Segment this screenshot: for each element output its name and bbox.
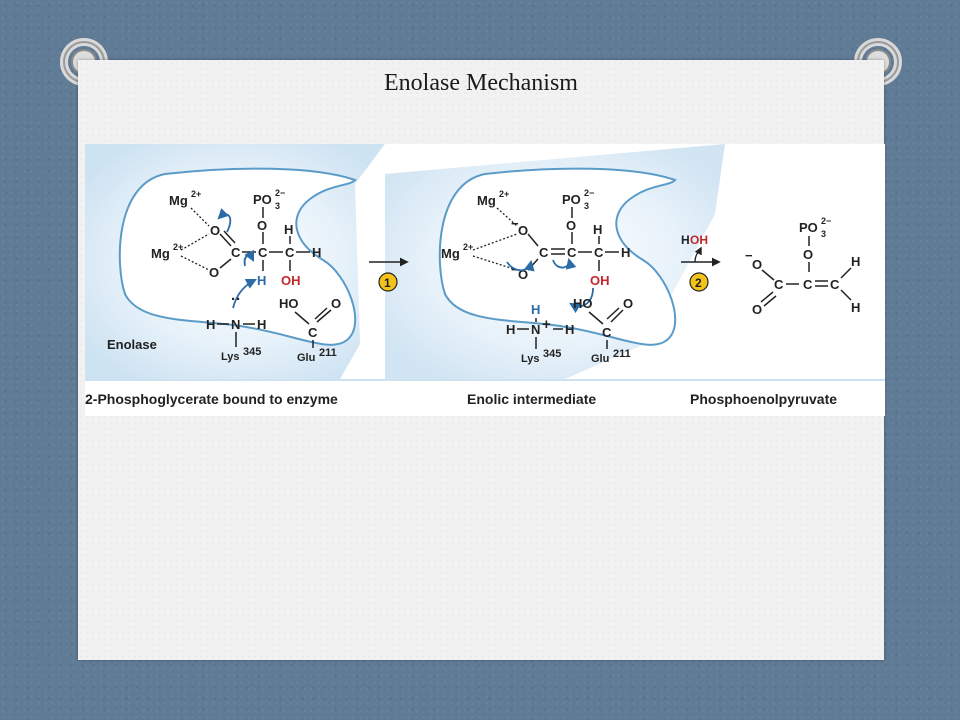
- c2-label-3: C: [803, 277, 813, 292]
- caption-product: Phosphoenolpyruvate: [690, 391, 837, 407]
- glu-c-label-2: C: [602, 325, 612, 340]
- lys-h-right-label: H: [257, 317, 266, 332]
- step-2-number: 2: [695, 276, 702, 290]
- h-c3-top-label-2: H: [593, 222, 602, 237]
- o-carboxyl-bottom: O: [209, 265, 219, 280]
- o-minus-3: −: [745, 248, 753, 263]
- o-top-label-2: O: [518, 223, 528, 238]
- hoh-h-label: H: [681, 233, 690, 247]
- c1-label: C: [231, 245, 241, 260]
- h-c3-top-label: H: [284, 222, 293, 237]
- enzyme-pocket-1: [118, 167, 357, 346]
- glu-ho-label-2: HO: [573, 296, 593, 311]
- c2-label-2: C: [567, 245, 577, 260]
- h-top-label-3: H: [851, 254, 860, 269]
- po3-charge-2: 2−: [584, 188, 594, 198]
- o-minus-top: −: [511, 216, 519, 231]
- glu-number-2: 211: [613, 348, 631, 360]
- po3-label-2: PO: [562, 192, 581, 207]
- oh-label-2: OH: [590, 273, 610, 288]
- c3-label: C: [285, 245, 295, 260]
- c3-label-2: C: [594, 245, 604, 260]
- o-phosphate-label: O: [257, 218, 267, 233]
- h-c3-right-label-2: H: [621, 245, 630, 260]
- h-bottom-label-3: H: [851, 300, 860, 315]
- mg-bottom-label-2: Mg: [441, 246, 460, 261]
- slide: Enolase Mechanism: [78, 60, 885, 660]
- mg-top-label: Mg: [169, 193, 188, 208]
- caption-substrate: 2-Phosphoglycerate bound to enzyme: [85, 391, 338, 407]
- lys-label-2: Lys: [521, 353, 540, 365]
- lys-h-right-label-2: H: [565, 322, 574, 337]
- po3-charge-3: 2−: [821, 216, 831, 226]
- c1-label-2: C: [539, 245, 549, 260]
- lys-number: 345: [243, 346, 261, 358]
- lys-n-plus: +: [542, 316, 551, 333]
- panel-intermediate: Mg 2+ Mg 2+ − O − O C C O PO: [441, 188, 633, 365]
- glu-label: Glu: [297, 352, 315, 364]
- h-c3-right-label: H: [312, 245, 321, 260]
- o-carboxyl-top: O: [210, 223, 220, 238]
- glu-number: 211: [319, 347, 337, 359]
- c3-label-3: C: [830, 277, 840, 292]
- po3-subscript-2: 3: [584, 201, 589, 211]
- enzyme-pocket-2: [438, 167, 677, 346]
- po3-label: PO: [253, 192, 272, 207]
- mg-top-charge-2: 2+: [499, 189, 509, 199]
- lys-label: Lys: [221, 351, 240, 363]
- mg-top-charge: 2+: [191, 189, 201, 199]
- c1-label-3: C: [774, 277, 784, 292]
- glu-c-label: C: [308, 325, 318, 340]
- lys-h-left-label-2: H: [506, 322, 515, 337]
- mg-top-label-2: Mg: [477, 193, 496, 208]
- caption-intermediate: Enolic intermediate: [467, 391, 596, 407]
- h-alpha-label: H: [257, 273, 266, 288]
- mechanism-figure: Mg 2+ Mg 2+ O O C C: [85, 144, 885, 416]
- o-bottom-label-2: O: [518, 267, 528, 282]
- glu-ho-label: HO: [279, 296, 299, 311]
- glu-label-2: Glu: [591, 353, 609, 365]
- mg-bottom-charge-2: 2+: [463, 242, 473, 252]
- panel-substrate: Mg 2+ Mg 2+ O O C C: [107, 188, 341, 364]
- lys-number-2: 345: [543, 348, 561, 360]
- slide-title: Enolase Mechanism: [384, 70, 578, 96]
- oh-label: OH: [281, 273, 301, 288]
- lys-n-label: N: [231, 317, 240, 332]
- o-carboxylate-top-3: O: [752, 257, 762, 272]
- glu-o-label-2: O: [623, 296, 633, 311]
- lys-h-proton-label: H: [531, 302, 540, 317]
- hoh-oh-label: OH: [690, 233, 708, 247]
- enolase-label: Enolase: [107, 337, 157, 352]
- po3-label-3: PO: [799, 220, 818, 235]
- po3-subscript: 3: [275, 201, 280, 211]
- c2-label: C: [258, 245, 268, 260]
- o-phosphate-label-2: O: [566, 218, 576, 233]
- o-carboxylate-bottom-3: O: [752, 302, 762, 317]
- lone-pair-dots: ··: [231, 291, 241, 308]
- step-2-arrow: H OH 2: [681, 233, 721, 292]
- mg-bottom-charge: 2+: [173, 242, 183, 252]
- mechanism-diagram: Mg 2+ Mg 2+ O O C C: [85, 144, 885, 407]
- panel-product: PO 3 2− O − O C O C C H: [745, 216, 860, 317]
- step-1-arrow: 1: [369, 257, 409, 292]
- po3-charge: 2−: [275, 188, 285, 198]
- po3-subscript-3: 3: [821, 229, 826, 239]
- lys-n-label-2: N: [531, 322, 540, 337]
- glu-o-label: O: [331, 296, 341, 311]
- mg-bottom-label: Mg: [151, 246, 170, 261]
- lys-h-left-label: H: [206, 317, 215, 332]
- o-phosphate-label-3: O: [803, 247, 813, 262]
- step-1-number: 1: [384, 276, 391, 290]
